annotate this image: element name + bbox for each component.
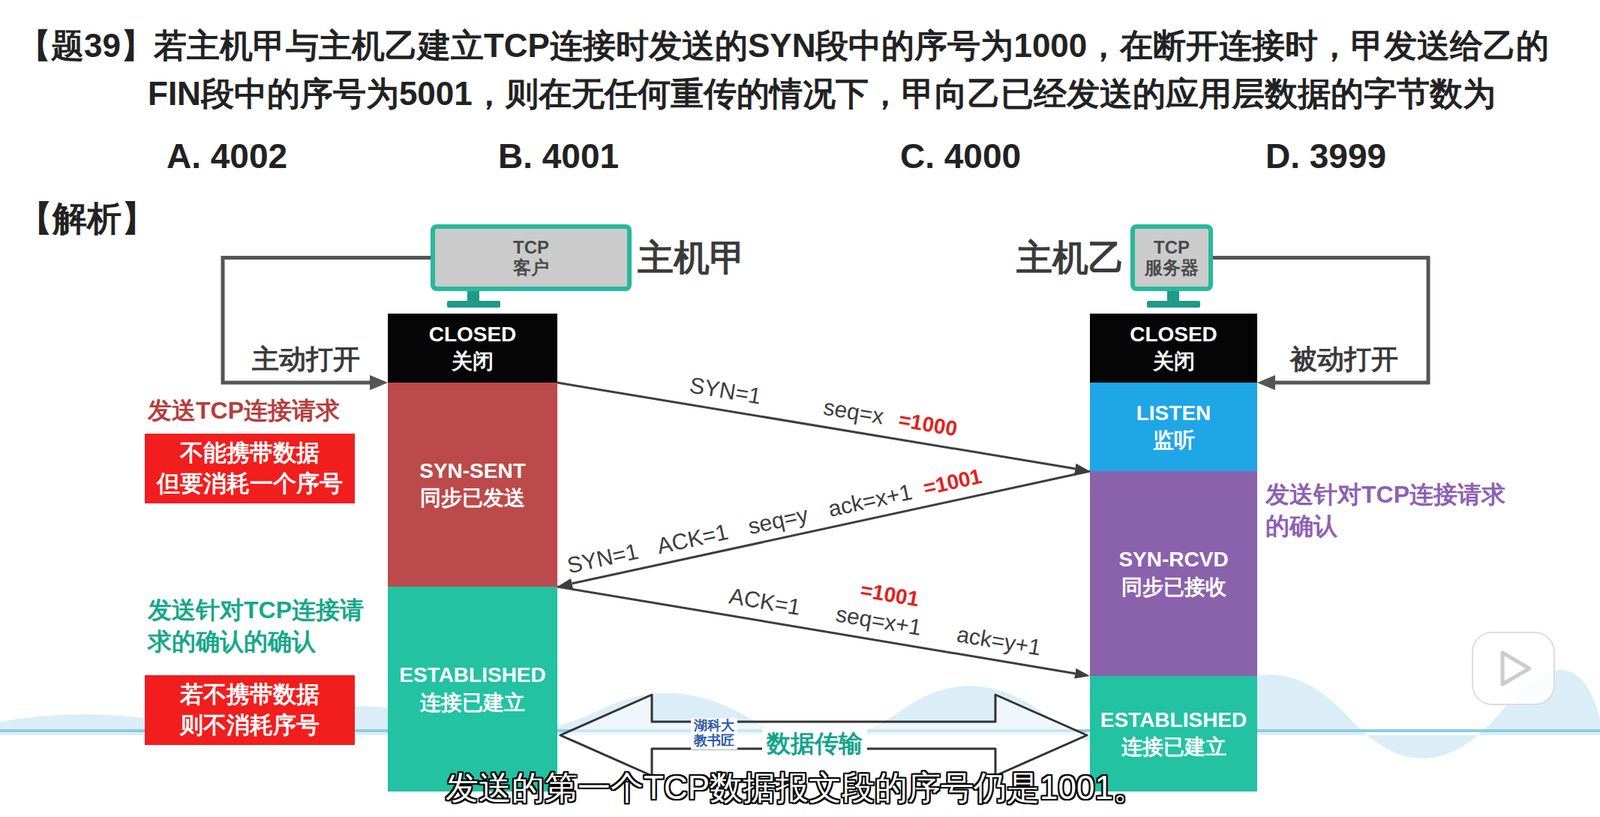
step-note: 发送针对TCP连接请求 的确认 xyxy=(1265,479,1543,542)
box-text: TCP 客户 xyxy=(499,237,563,278)
box-text: CLOSED 关闭 xyxy=(411,321,535,376)
edge-label: 被动打开 xyxy=(1290,341,1399,379)
monitor-stand xyxy=(1167,291,1180,301)
client-monitor: TCP 客户主机甲 xyxy=(430,224,632,292)
subtitle-caption: 发送的第一个TCP数据报文段的序号仍是1001。 xyxy=(445,765,1147,811)
state-box: LISTEN 监听 xyxy=(1089,382,1258,472)
section-heading: 【解析】 xyxy=(18,195,157,243)
answer-option: A. 4002 xyxy=(166,135,288,177)
edge-label: SYN=1 ACK=1 seq=y ack=x+1 xyxy=(564,478,915,579)
box-text: LISTEN 监听 xyxy=(1126,399,1221,455)
box-text: ESTABLISHED 连接已建立 xyxy=(1094,706,1254,762)
monitor-stand xyxy=(467,291,480,301)
state-box: CLOSED 关闭 xyxy=(1089,313,1258,383)
edge-label: 主动打开 xyxy=(252,341,361,379)
box-text: SYN-SENT 同步已发送 xyxy=(411,457,535,513)
play-button xyxy=(1472,632,1555,705)
server-monitor: TCP 服务器主机乙 xyxy=(1130,224,1213,292)
note-box: 不能携带数据 但要消耗一个序号 xyxy=(144,433,355,504)
message-arrow xyxy=(557,382,1075,469)
message-arrow xyxy=(572,471,1090,584)
box-text: 若不携带数据 则不消耗序号 xyxy=(148,679,352,741)
state-box: ESTABLISHED 连接已建立 xyxy=(387,586,558,792)
state-box: SYN-RCVD 同步已接收 xyxy=(1089,471,1258,676)
answer-option: C. 4000 xyxy=(900,135,1021,177)
host-heading: 主机甲 xyxy=(637,234,746,283)
value-note: =1000 xyxy=(897,408,960,442)
answer-option: D. 3999 xyxy=(1265,135,1387,177)
box-text: CLOSED 关闭 xyxy=(1111,321,1236,376)
box-text: SYN-RCVD 同步已接收 xyxy=(1111,546,1236,601)
box-text: 不能携带数据 但要消耗一个序号 xyxy=(148,438,352,499)
watermark: 湖科大 教书匠 xyxy=(690,717,738,750)
box-text: ESTABLISHED 连接已建立 xyxy=(393,661,553,717)
monitor-stand xyxy=(447,300,501,308)
note-box: 若不携带数据 则不消耗序号 xyxy=(144,675,355,745)
step-note: 发送针对TCP连接请 求的确认的确认 xyxy=(147,594,403,658)
monitor-stand xyxy=(1146,300,1201,308)
data-transfer-arrow xyxy=(560,694,1087,776)
host-heading: 主机乙 xyxy=(1016,234,1125,283)
question-text: 【题39】若主机甲与主机乙建立TCP连接时发送的SYN段中的序号为1000，在断… xyxy=(18,21,1590,118)
state-box: CLOSED 关闭 xyxy=(387,313,558,383)
box-text: TCP 服务器 xyxy=(1140,237,1204,278)
play-triangle xyxy=(1502,652,1530,685)
edge-label: 数据传输 xyxy=(762,727,868,761)
answer-option: B. 4001 xyxy=(498,135,619,177)
step-note: 发送TCP连接请求 xyxy=(147,394,340,428)
field-label: seq=x xyxy=(821,394,886,430)
edge-label: SYN=1 xyxy=(687,372,763,409)
state-box: SYN-SENT 同步已发送 xyxy=(387,382,558,587)
